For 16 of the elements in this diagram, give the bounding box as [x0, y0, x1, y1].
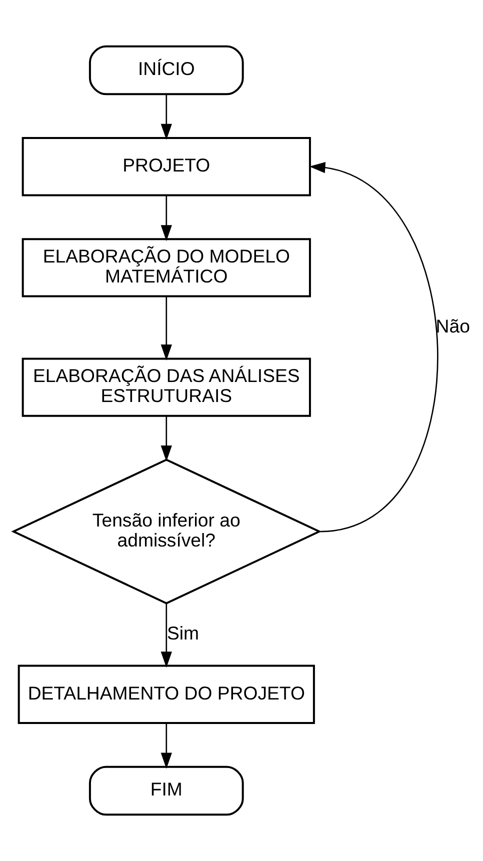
arrow [160, 94, 172, 140]
arrow [160, 416, 172, 462]
node-box: ELABORAÇÃO DAS ANÁLISES ESTRUTURAIS [22, 358, 311, 417]
arrow [160, 604, 172, 668]
node-box: FIM [88, 766, 244, 816]
arrow [160, 723, 172, 769]
node-box: INÍCIO [88, 45, 244, 96]
node-box: PROJETO [22, 137, 311, 196]
node-box: DETALHAMENTO DO PROJETO [18, 664, 315, 724]
arrow [160, 296, 172, 360]
node-box: ELABORAÇÃO DO MODELO MATEMÁTICO [22, 238, 311, 298]
node-diamond: Tensão inferior ao admissível? [11, 458, 322, 604]
edge-label: Sim [166, 622, 200, 644]
arrow [160, 195, 172, 242]
arrow [309, 162, 438, 532]
edge-label: Não [436, 315, 470, 336]
